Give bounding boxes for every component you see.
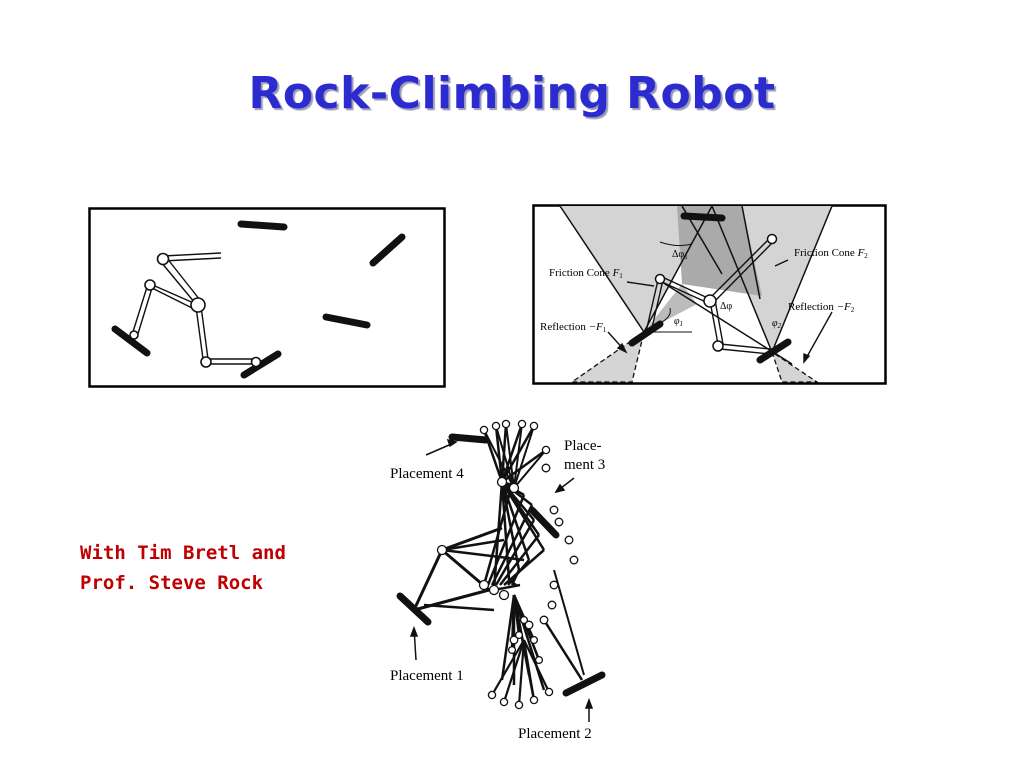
delta-phi-1-label: Δφ <box>672 249 684 260</box>
placement-1-label: Placement 1 <box>390 668 464 684</box>
delta-phi-2-label: Δφ <box>720 301 732 312</box>
reflection-1-label: Reflection <box>540 321 586 333</box>
svg-text:Reflection −F2: Reflection −F2 <box>788 301 855 314</box>
reflection-2-label: Reflection <box>788 301 834 313</box>
slide-title: Rock-Climbing Robot <box>248 68 776 119</box>
placement-3-label-line1: Place- <box>564 438 601 454</box>
credit-line-2: Prof. Steve Rock <box>80 572 264 594</box>
placement-2-label: Placement 2 <box>518 726 592 742</box>
friction-cone-1-label: Friction Cone <box>549 267 610 279</box>
svg-text:Δφ1: Δφ1 <box>672 249 688 261</box>
placement-sequence-figure: Placement 4 Place- ment 3 Placement 1 Pl… <box>390 419 606 742</box>
placement-3-label-line2: ment 3 <box>564 457 605 473</box>
f2-label: F <box>857 247 865 259</box>
svg-text:φ1: φ1 <box>674 316 683 328</box>
f1-label: F <box>612 267 620 279</box>
svg-text:φ2: φ2 <box>772 318 782 330</box>
phi-1-label: φ <box>674 316 680 327</box>
placement-4-label: Placement 4 <box>390 466 464 482</box>
friction-cone-2-label: Friction Cone <box>794 247 855 259</box>
phi-2-label: φ <box>772 318 778 329</box>
svg-text:Friction Cone F1: Friction Cone F1 <box>549 267 623 280</box>
friction-cone-figure: Friction Cone F1 Friction Cone F2 Reflec… <box>532 204 887 385</box>
credits: With Tim Bretl and Prof. Steve Rock <box>80 538 286 598</box>
credit-line-1: With Tim Bretl and <box>80 542 286 564</box>
robot-configuration-figure <box>88 207 446 388</box>
svg-text:Friction Cone F2: Friction Cone F2 <box>794 247 868 260</box>
svg-text:Reflection −F1: Reflection −F1 <box>540 321 607 334</box>
